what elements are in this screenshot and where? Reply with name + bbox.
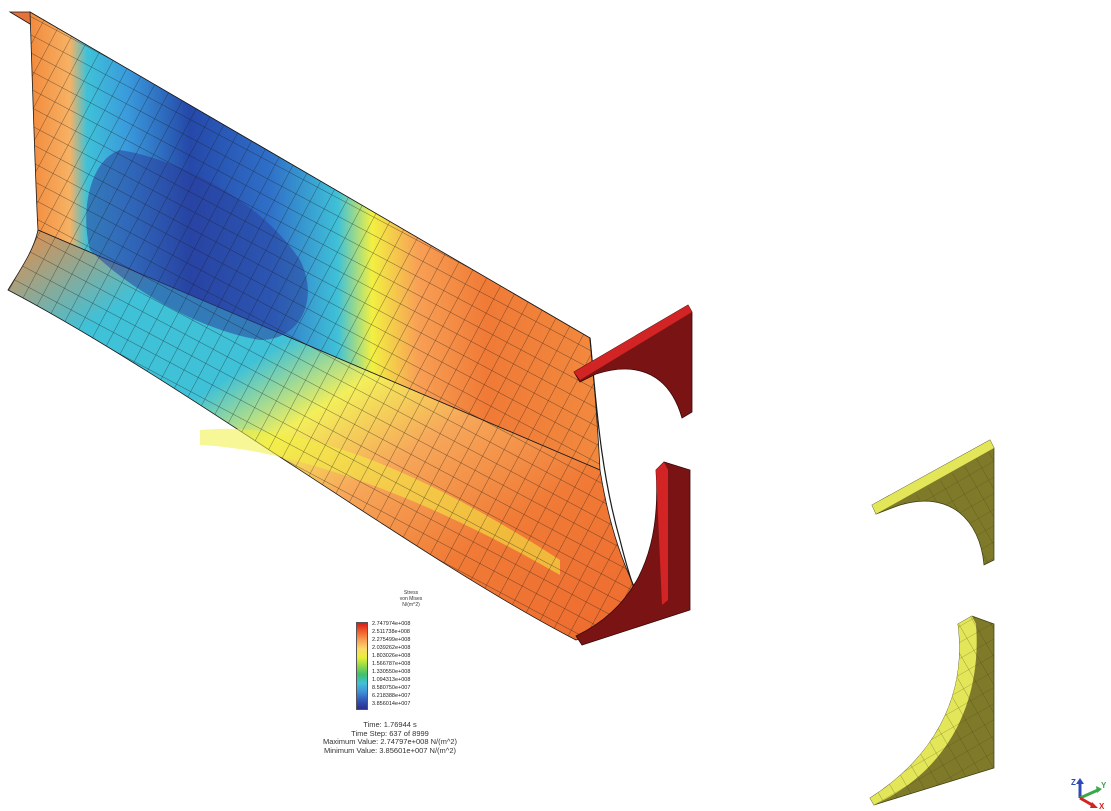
legend-gradient-bar <box>356 622 368 710</box>
axis-triad-icon: Z Y X <box>1071 778 1107 810</box>
legend-value: 1.330550e+008 <box>372 669 411 675</box>
legend-value: 8.580750e+007 <box>372 685 411 691</box>
legend-value: 2.511738e+008 <box>372 629 410 635</box>
simulation-stats: Time: 1.76944 s Time Step: 637 of 8999 M… <box>280 720 500 755</box>
legend-value: 1.566787e+008 <box>372 661 411 667</box>
legend-value: 1.094313e+008 <box>372 677 411 683</box>
legend-value: 3.856014e+007 <box>372 701 411 707</box>
stat-time-step: Time Step: 637 of 8999 <box>351 728 429 738</box>
legend-title: Stress von Mises N/(m^2) <box>336 590 486 608</box>
legend-value: 2.275499e+008 <box>372 637 411 643</box>
mid-stress-band <box>200 428 560 575</box>
stat-time: Time: 1.76944 s <box>363 720 417 729</box>
undeformed-ghost-parts[interactable] <box>869 439 995 806</box>
axis-triad[interactable]: Z Y X <box>1068 776 1108 810</box>
legend-title-line-1: Stress <box>403 590 419 596</box>
axis-x-label: X <box>1099 802 1105 810</box>
mesh-overlay <box>8 12 652 640</box>
stat-max-value: Maximum Value: 2.74797e+008 N/(m^2) <box>322 737 458 746</box>
legend-title-line-2: von Mises <box>399 596 423 602</box>
axis-z-label: Z <box>1071 778 1076 787</box>
stress-legend: Stress von Mises N/(m^2) 2.747974e+008 2… <box>336 590 486 710</box>
legend-value: 2.747974e+008 <box>372 621 411 627</box>
upper-bracket <box>573 304 693 419</box>
deformed-plate-model[interactable] <box>7 11 653 641</box>
stat-min-value: Minimum Value: 3.85601e+007 N/(m^2) <box>324 745 456 755</box>
legend-title-line-3: N/(m^2) <box>402 602 420 608</box>
support-brackets[interactable] <box>573 304 693 646</box>
legend-value: 6.218388e+007 <box>372 693 411 699</box>
axis-y-label: Y <box>1101 781 1107 790</box>
legend-value-list: 2.747974e+008 2.511738e+008 2.275499e+00… <box>372 620 452 708</box>
legend-value: 1.803026e+008 <box>372 653 411 659</box>
legend-value: 2.039262e+008 <box>372 645 411 651</box>
